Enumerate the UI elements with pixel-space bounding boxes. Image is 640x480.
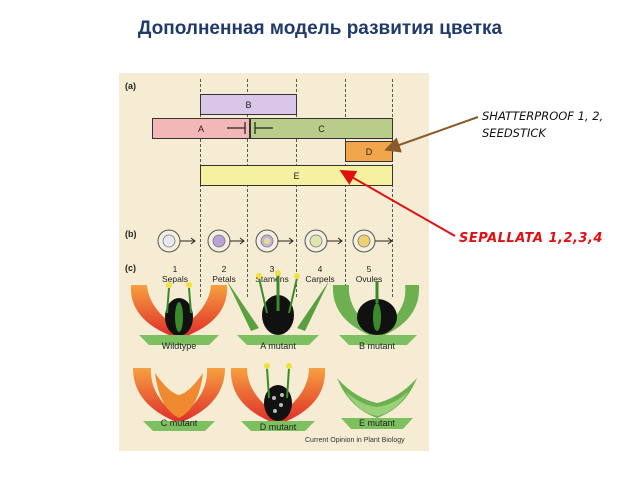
flower-wildtype [130,282,228,345]
sepallata-annotation: SEPALLATA 1,2,3,4 [459,231,603,246]
arrow-to-gene-d [384,116,479,153]
panel-label-a: (a) [125,81,136,91]
flower-model-figure: (a) (b) (c) B A C D E 1 Sepals 2 Petals … [119,73,429,451]
panel-label-c: (c) [125,263,136,273]
whorl-divider [345,79,346,297]
floral-diagram-carpels [304,229,343,253]
whorl-label-3: 3 Stamens [255,264,289,284]
flower-label-a-mutant: A mutant [260,341,296,351]
gene-bar-b: B [200,94,297,115]
floral-diagrams [157,229,393,253]
antagonism-symbols [227,122,273,134]
figure-credit: Current Opinion in Plant Biology [305,437,405,444]
whorl-divider [296,79,297,297]
flower-label-e-mutant: E mutant [358,418,396,428]
shatterproof-annotation: SHATTERPROOF 1, 2, SEEDSTICK [482,109,604,140]
floral-diagram-ovules [352,229,393,253]
floral-diagram-stamens [255,229,294,253]
whorl-divider [392,79,393,297]
gene-bar-a: A [152,118,250,139]
flower-d-mutant [230,363,326,431]
whorl-divider [247,79,248,297]
flower-label-c-mutant: C mutant [160,418,198,428]
flower-label-d-mutant: D mutant [259,422,297,432]
gene-bar-c: C [250,118,393,139]
floral-diagram-sepals [157,229,196,253]
floral-diagram-petals [207,229,245,253]
flower-e-mutant [337,378,417,429]
whorl-label-1: 1 Sepals [162,264,188,284]
mutant-flowers [130,270,420,431]
flower-label-wildtype: Wildtype [161,341,197,351]
flower-b-mutant [332,281,420,345]
whorl-label-4: 4 Carpels [305,264,335,284]
page-title: Дополненная модель развития цветка [137,18,503,39]
flower-c-mutant [133,368,225,431]
whorl-label-5: 5 Ovules [355,264,383,284]
whorl-label-2: 2 Petals [212,264,236,284]
panel-label-b: (b) [125,229,137,239]
whorl-divider [200,79,201,297]
flower-a-mutant [227,270,329,345]
arrow-to-gene-e [339,170,456,237]
flower-label-b-mutant: B mutant [358,341,396,351]
